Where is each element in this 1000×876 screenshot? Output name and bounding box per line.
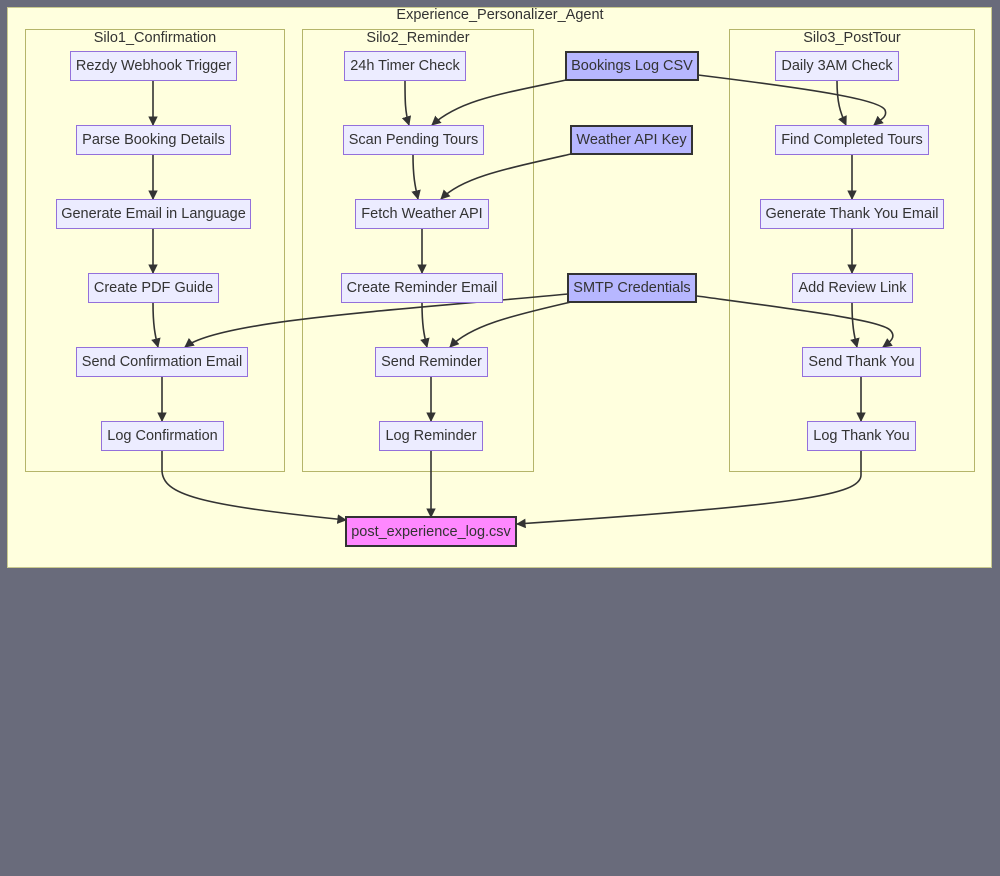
node-generate-thank-you-email[interactable]: Generate Thank You Email — [760, 199, 944, 229]
edge-daily-to-find — [836, 80, 847, 126]
silo-posttour: Silo3_PostTour — [729, 29, 975, 472]
node-add-review-link[interactable]: Add Review Link — [792, 273, 913, 303]
edge-bookings-to-scan — [431, 79, 567, 126]
node-log-confirmation[interactable]: Log Confirmation — [101, 421, 224, 451]
node-generate-email-in-language[interactable]: Generate Email in Language — [56, 199, 251, 229]
edge-log-thank-to-output — [516, 451, 862, 529]
edge-smtp-to-send-reminder — [449, 301, 572, 348]
node-find-completed-tours[interactable]: Find Completed Tours — [775, 125, 929, 155]
node-log-thank-you[interactable]: Log Thank You — [807, 421, 916, 451]
edge-bookings-to-find-completed — [697, 74, 887, 126]
edge-create-reminder-to-send — [420, 302, 430, 348]
node-log-reminder[interactable]: Log Reminder — [379, 421, 483, 451]
edge-timer-to-scan — [401, 80, 412, 126]
node-send-confirmation-email[interactable]: Send Confirmation Email — [76, 347, 248, 377]
node-fetch-weather-api[interactable]: Fetch Weather API — [355, 199, 489, 229]
node-timer-24h-check[interactable]: 24h Timer Check — [344, 51, 466, 81]
silo-label-posttour: Silo3_PostTour — [803, 30, 901, 46]
silo-label-confirmation: Silo1_Confirmation — [93, 30, 217, 46]
edge-review-to-send-thank — [850, 302, 860, 348]
node-create-pdf-guide[interactable]: Create PDF Guide — [88, 273, 219, 303]
diagram-title: Experience_Personalizer_Agent — [396, 7, 604, 23]
edge-weather-key-to-fetch — [440, 153, 572, 200]
node-rezdy-webhook-trigger[interactable]: Rezdy Webhook Trigger — [70, 51, 237, 81]
node-send-reminder[interactable]: Send Reminder — [375, 347, 488, 377]
node-create-reminder-email[interactable]: Create Reminder Email — [341, 273, 503, 303]
silo-confirmation: Silo1_Confirmation — [25, 29, 285, 472]
silo-label-reminder: Silo2_Reminder — [366, 30, 470, 46]
node-weather-api-key[interactable]: Weather API Key — [570, 125, 693, 155]
edge-pdf-to-send-confirmation — [151, 302, 161, 348]
node-scan-pending-tours[interactable]: Scan Pending Tours — [343, 125, 484, 155]
node-bookings-log-csv[interactable]: Bookings Log CSV — [565, 51, 699, 81]
node-parse-booking-details[interactable]: Parse Booking Details — [76, 125, 231, 155]
node-smtp-credentials[interactable]: SMTP Credentials — [567, 273, 697, 303]
edge-scan-to-fetch — [411, 154, 421, 200]
edge-log-confirmation-to-output — [161, 451, 347, 524]
node-send-thank-you[interactable]: Send Thank You — [802, 347, 921, 377]
silo-reminder: Silo2_Reminder — [302, 29, 534, 472]
edge-smtp-to-send-thank-you — [696, 295, 894, 348]
node-daily-3am-check[interactable]: Daily 3AM Check — [775, 51, 899, 81]
node-post-experience-log[interactable]: post_experience_log.csv — [345, 516, 517, 547]
